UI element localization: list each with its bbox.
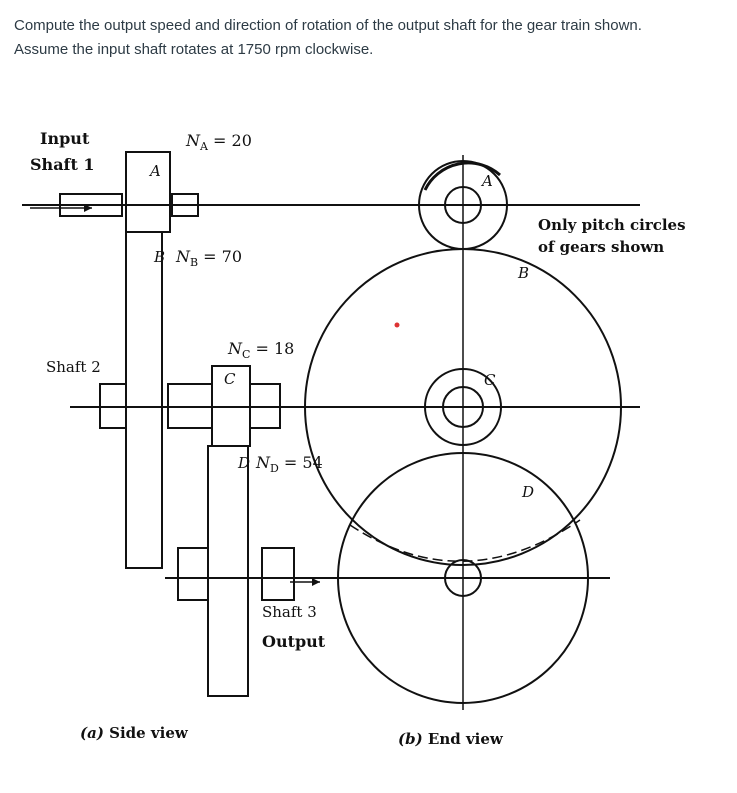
input-label: Input — [40, 129, 90, 148]
nb-label: NB = 70 — [175, 247, 242, 269]
gear-d-pitch-circle — [337, 452, 589, 704]
gear-c-hub — [442, 386, 484, 428]
gear-c-side-letter: C — [224, 370, 236, 388]
shaft2-label: Shaft 2 — [46, 358, 101, 376]
gear-c-pitch-circle — [424, 368, 502, 446]
side-view — [22, 151, 330, 697]
gear-c-end-letter: C — [484, 371, 496, 389]
na-label: NA = 20 — [185, 131, 252, 153]
pitch-note-line-1: Only pitch circles — [538, 216, 686, 234]
shaft1-arrowhead — [84, 204, 92, 212]
pitch-note-line-2: of gears shown — [538, 238, 664, 256]
gear-b-pitch-circle — [304, 248, 622, 566]
side-view-caption: (a) Side view — [80, 724, 189, 742]
shaft3-coupling — [261, 547, 295, 601]
nd-label: ND = 54 — [255, 453, 323, 475]
shaft3-arrowhead — [312, 578, 320, 586]
output-label: Output — [262, 632, 326, 651]
gear-b-side-letter: B — [153, 248, 165, 266]
shaft1-label: Shaft 1 — [30, 155, 95, 174]
gear-d-side — [207, 445, 249, 697]
red-dot — [394, 322, 400, 328]
gear-a-hub — [444, 186, 482, 224]
question-line-2: Assume the input shaft rotates at 1750 r… — [14, 41, 374, 58]
gear-a-side-letter: A — [148, 162, 161, 180]
gear-d-side-letter: D — [237, 454, 250, 472]
shaft1-coupling — [59, 193, 123, 217]
gear-a-side — [125, 151, 171, 233]
bearing-3 — [177, 547, 209, 601]
question-text: Compute the output speed and direction o… — [14, 14, 724, 62]
question-line-1: Compute the output speed and direction o… — [14, 17, 642, 34]
gear-b-side — [125, 231, 163, 569]
figure-labels: Input Shaft 1 Shaft 2 Shaft 3 Output NA … — [30, 129, 686, 748]
bearing-1 — [171, 193, 199, 217]
end-view-caption: (b) End view — [398, 730, 504, 748]
nc-label: NC = 18 — [227, 339, 294, 361]
end-view — [304, 155, 640, 710]
gear-a-rotation-arrow — [423, 161, 501, 191]
shaft2-coupling — [99, 383, 127, 429]
gear-d-hub — [444, 559, 482, 597]
gear-b-end-letter: B — [517, 264, 529, 282]
gear-a-end-letter: A — [480, 172, 493, 190]
mesh-dashes — [349, 519, 581, 563]
shaft3-label: Shaft 3 — [262, 603, 317, 621]
gear-d-end-letter: D — [521, 483, 534, 501]
